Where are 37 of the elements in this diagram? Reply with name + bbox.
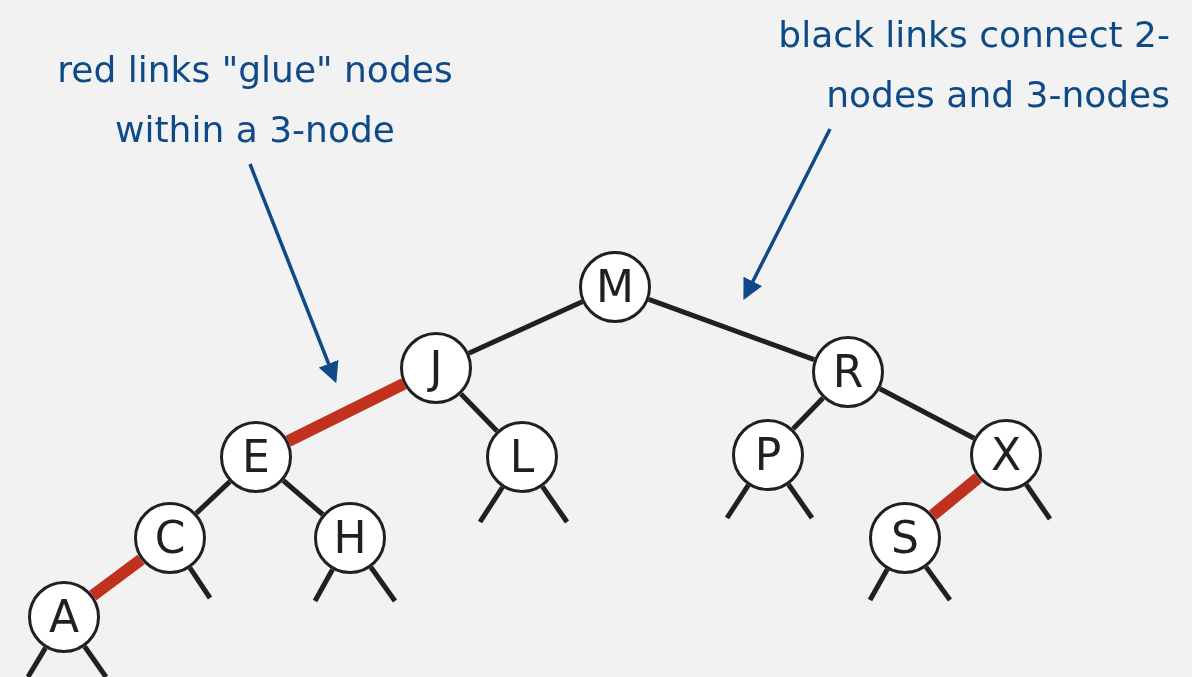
tree-node: M xyxy=(579,251,651,323)
tree-node: L xyxy=(486,421,558,493)
link-line xyxy=(929,473,982,520)
null-link xyxy=(1024,483,1053,521)
null-link xyxy=(477,485,505,524)
tree-node: C xyxy=(134,502,206,574)
tree-node: H xyxy=(314,502,386,574)
link-line xyxy=(878,386,976,441)
link-line xyxy=(285,378,407,447)
link-line xyxy=(791,396,825,431)
callout-text: black links connect 2-nodes and 3-nodes xyxy=(700,5,1170,129)
null-link xyxy=(187,566,213,600)
link-line xyxy=(647,297,816,362)
leader-arrow xyxy=(248,163,339,384)
link-line xyxy=(194,479,232,516)
tree-node: J xyxy=(400,332,472,404)
tree-node: E xyxy=(220,421,292,493)
null-link xyxy=(25,646,48,677)
tree-node: A xyxy=(28,581,100,653)
link-line xyxy=(89,554,145,601)
null-link xyxy=(867,568,890,602)
null-link xyxy=(786,483,815,520)
null-link xyxy=(724,483,751,520)
tree-node: S xyxy=(869,502,941,574)
null-link xyxy=(924,565,953,602)
null-link xyxy=(368,565,398,603)
link-line xyxy=(459,392,499,433)
link-line xyxy=(281,478,325,517)
tree-node: X xyxy=(970,419,1042,491)
null-link xyxy=(540,485,570,524)
tree-node: R xyxy=(812,336,884,408)
null-link xyxy=(312,568,335,603)
callout-text: red links "glue" nodes within a 3-node xyxy=(10,40,500,164)
null-link xyxy=(82,645,109,677)
link-line xyxy=(467,299,584,356)
tree-node: P xyxy=(732,419,804,491)
leader-arrow xyxy=(743,128,832,301)
